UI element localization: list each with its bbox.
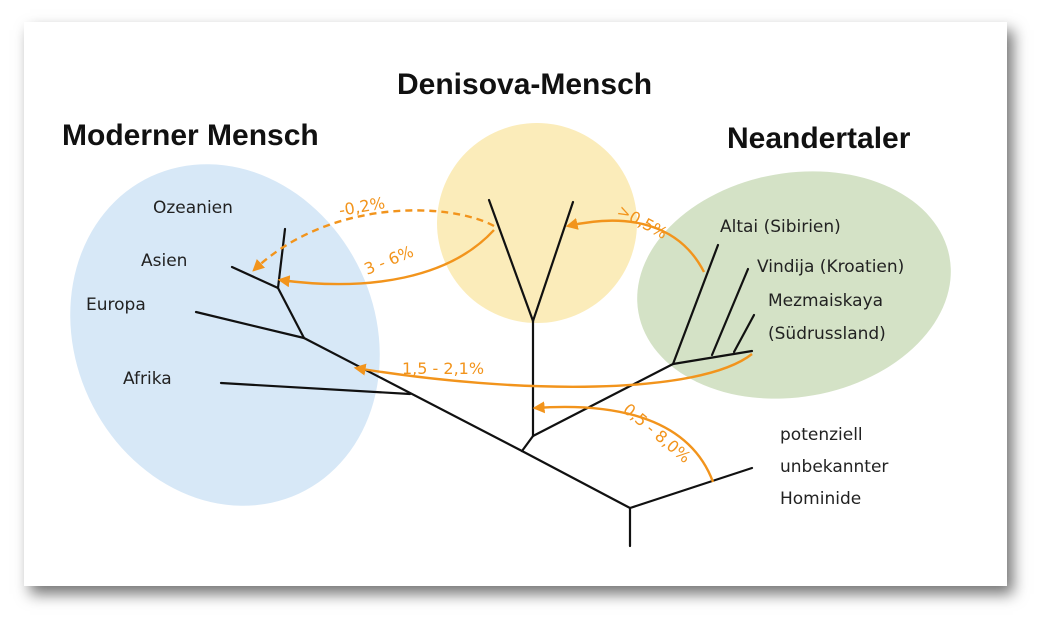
leaf-label-vindija: Vindija (Kroatien) xyxy=(757,257,904,277)
branch-archaic-split xyxy=(520,434,535,453)
gene-flow-label-neanderthal-modern: 1,5 - 2,1% xyxy=(402,359,484,378)
leaf-label-mezmaiskaya-region: (Südrussland) xyxy=(768,324,886,344)
branch-denisova-left xyxy=(487,198,535,323)
leaf-label-europe: Europa xyxy=(86,295,146,315)
branch-europe xyxy=(194,310,306,340)
branch-archaic-lineage xyxy=(520,449,632,510)
branch-unknown-hominid xyxy=(628,466,754,510)
modern-human-region xyxy=(70,164,380,506)
phylogeny-diagram: Moderner Mensch Denisova-Mensch Neandert… xyxy=(62,68,951,548)
arrow-denisova-to-oceania xyxy=(252,209,495,272)
gene-flow-label-oceania: -0,2% xyxy=(337,193,386,220)
branch-altai xyxy=(671,243,720,366)
branch-mezmaiskaya xyxy=(732,313,756,354)
group-title-denisovan: Denisova-Mensch xyxy=(397,68,652,101)
branch-africa xyxy=(219,381,412,396)
arrow-neanderthal-to-denisova xyxy=(565,218,706,273)
branch-neanderthal-base xyxy=(671,349,754,366)
gene-flow-arrows xyxy=(252,209,753,483)
leaf-label-asia: Asien xyxy=(141,251,187,271)
diagram-card: Moderner Mensch Denisova-Mensch Neandert… xyxy=(24,22,1007,586)
branch-asia-oceania-stem xyxy=(276,286,306,340)
neanderthal-region xyxy=(637,171,951,399)
leaf-label-unknown-line3: Hominide xyxy=(780,489,861,509)
phylogenetic-tree xyxy=(194,198,756,548)
arrow-neanderthal-to-modern xyxy=(353,353,753,388)
branch-vindija xyxy=(710,267,750,357)
branch-asia xyxy=(230,265,280,290)
leaf-label-unknown-line1: potenziell xyxy=(780,425,863,445)
branch-neanderthal-stem xyxy=(531,362,675,438)
arrow-denisova-to-asia xyxy=(277,229,495,288)
leaf-label-africa: Afrika xyxy=(123,369,172,389)
gene-flow-label-asia: 3 - 6% xyxy=(361,242,416,279)
leaf-label-unknown-line2: unbekannter xyxy=(780,457,888,477)
leaf-label-altai: Altai (Sibirien) xyxy=(720,217,841,237)
leaf-label-oceania: Ozeanien xyxy=(153,198,233,218)
gene-flow-label-unknown: 0,5 - 8,0% xyxy=(619,400,694,467)
denisovan-region xyxy=(437,123,637,323)
group-title-neanderthal: Neandertaler xyxy=(727,122,911,155)
arrow-unknown-to-denisova xyxy=(532,401,715,483)
branch-modern-lineage xyxy=(302,336,524,453)
leaf-label-mezmaiskaya: Mezmaiskaya xyxy=(768,291,883,311)
group-title-modern-human: Moderner Mensch xyxy=(62,119,319,152)
